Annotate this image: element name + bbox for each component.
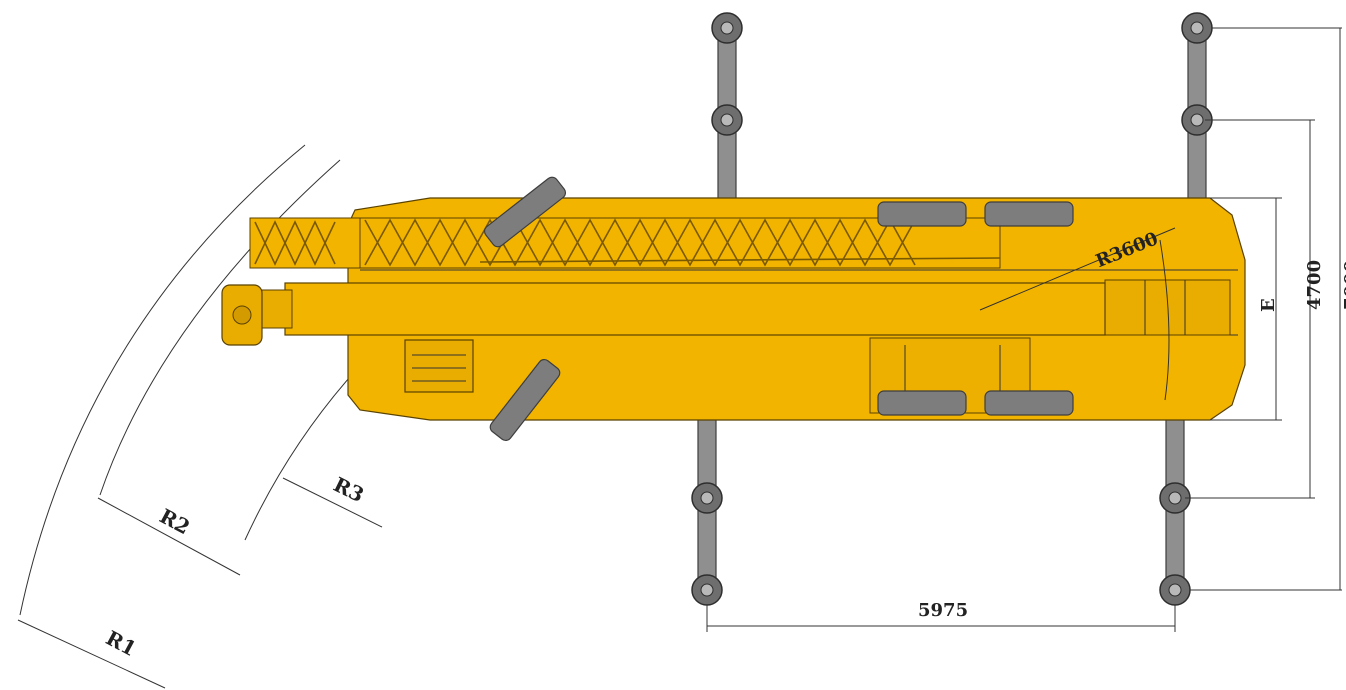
outriggers [691, 12, 1213, 606]
label-5975: 5975 [918, 600, 968, 621]
outrigger-pad-front-bottom-outer [691, 574, 723, 606]
arc-r2 [99, 159, 341, 496]
pad-bottom-2 [984, 390, 1074, 416]
label-e: E [1258, 298, 1279, 312]
dimension-lines [706, 27, 1342, 632]
operator-cab [404, 339, 474, 393]
outrigger-pad-rear-top-inner [1181, 104, 1213, 136]
outrigger-pad-front-bottom-inner [691, 482, 723, 514]
r1-dimension-line [17, 619, 166, 689]
support-pads [483, 176, 1074, 442]
pad-front-bottom [489, 358, 561, 442]
label-7000: 7000 [1341, 260, 1346, 310]
label-r3: R3 [330, 472, 368, 507]
label-r1: R1 [102, 626, 140, 662]
pad-bottom-1 [877, 390, 967, 416]
outrigger-pad-rear-bottom-outer [1159, 574, 1191, 606]
pad-front-top [483, 176, 567, 248]
pad-top-2 [984, 201, 1074, 227]
label-r2: R2 [156, 504, 194, 540]
r2-dimension-line [97, 497, 241, 576]
label-4700: 4700 [1304, 260, 1325, 310]
main-boom [221, 282, 1106, 346]
outrigger-pad-front-top-outer [711, 12, 743, 44]
pad-top-1 [877, 201, 967, 227]
r3600-dimension-line [979, 227, 1176, 311]
outrigger-pad-rear-top-outer [1181, 12, 1213, 44]
arc-r1 [19, 144, 306, 616]
r3-dimension-line [282, 477, 383, 528]
outrigger-pad-front-top-inner [711, 104, 743, 136]
